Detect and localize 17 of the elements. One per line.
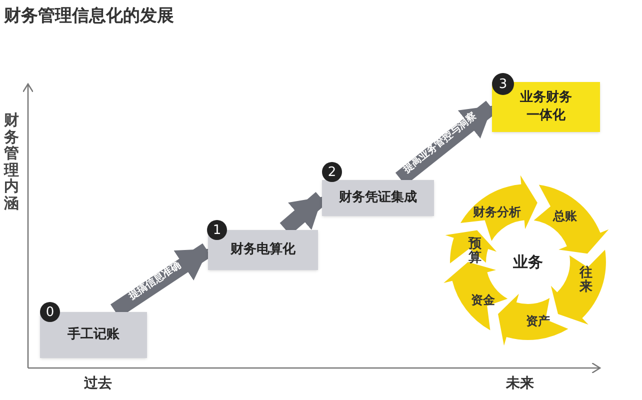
stage-box: 财务凭证集成 — [322, 180, 434, 216]
cycle-label: 业务 — [513, 252, 543, 273]
axis-label: 过去 — [84, 374, 112, 394]
axis-label: 未来 — [506, 374, 534, 394]
step-number: 0 — [40, 302, 60, 322]
cycle-label: 资产 — [526, 313, 550, 330]
diagram-title: 财务管理信息化的发展 — [4, 5, 174, 28]
cycle-label: 财务分析 — [473, 204, 521, 221]
cycle-label: 资金 — [471, 292, 495, 309]
axis-label: 财务管理内涵 — [4, 112, 19, 211]
step-number: 2 — [322, 162, 342, 182]
step-number: 3 — [492, 73, 514, 95]
cycle-label: 往来 — [580, 266, 592, 296]
step-number: 1 — [207, 220, 227, 240]
cycle-label: 预算 — [468, 238, 482, 266]
edge-label: 提搞信息准确 — [126, 258, 184, 304]
cycle-label: 总账 — [553, 208, 577, 225]
